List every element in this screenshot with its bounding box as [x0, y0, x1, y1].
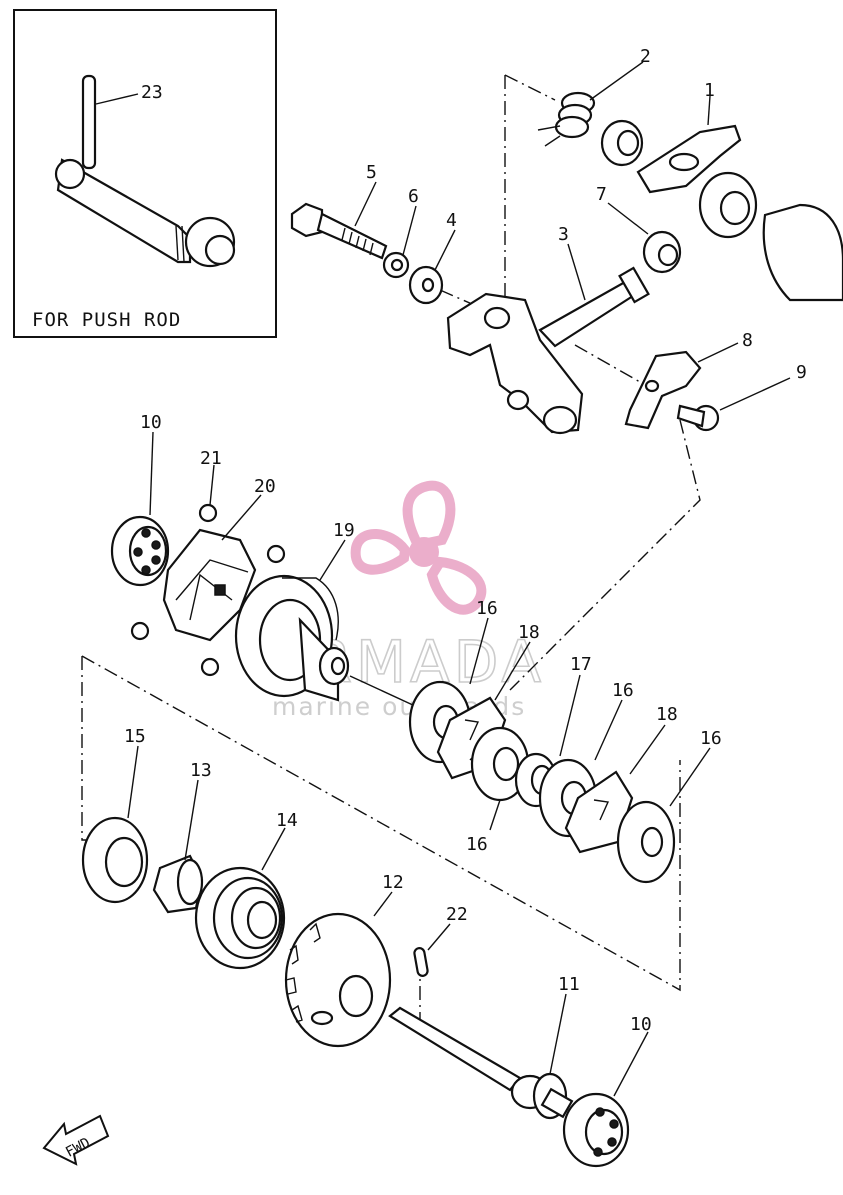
gear-12: [284, 912, 392, 1048]
inset-caption: FOR PUSH ROD: [32, 309, 181, 331]
propeller-logo: [350, 480, 487, 615]
gear-14: [194, 866, 286, 970]
bearing-top: [110, 515, 170, 587]
screw-part: [676, 404, 720, 432]
callout-15: 15: [124, 726, 146, 747]
callout-16-b: 16: [466, 834, 488, 855]
spring-part: [537, 91, 596, 147]
callout-11: 11: [558, 974, 580, 995]
callout-18-a: 18: [518, 622, 540, 643]
callout-23: 23: [141, 82, 163, 103]
callout-labels: 23 1 2 3 4 5 6 7 8 9 10 10 11 12 13 14 1…: [124, 46, 807, 1035]
shift-arm: [446, 266, 650, 435]
sleeve-13: [152, 854, 204, 914]
callout-16-d: 16: [700, 728, 722, 749]
leader-lines: [95, 61, 791, 1097]
callout-16-a: 16: [476, 598, 498, 619]
push-rod-inset: FOR PUSH ROD: [13, 9, 277, 338]
callout-2: 2: [640, 46, 651, 67]
thrust-washers: [408, 680, 676, 884]
forward-arrow-icon: FWD: [42, 1114, 110, 1166]
callout-19: 19: [333, 520, 355, 541]
bearing-bottom: [562, 1092, 630, 1168]
callout-6: 6: [408, 186, 419, 207]
callout-18-b: 18: [656, 704, 678, 725]
clutch-cam-part: [234, 574, 416, 707]
dog-clutch-part: [162, 528, 257, 642]
callout-9: 9: [796, 362, 807, 383]
callout-16-c: 16: [612, 680, 634, 701]
callout-14: 14: [276, 810, 298, 831]
pin-22: [413, 947, 429, 977]
callout-12: 12: [382, 872, 404, 893]
callout-22: 22: [446, 904, 468, 925]
callout-8: 8: [742, 330, 753, 351]
bearing-15: [81, 816, 149, 904]
callout-3: 3: [558, 224, 569, 245]
callout-21: 21: [200, 448, 222, 469]
steel-balls: [130, 503, 286, 677]
callout-13: 13: [190, 760, 212, 781]
callout-4: 4: [446, 210, 457, 231]
callout-10-top: 10: [140, 412, 162, 433]
callout-7: 7: [596, 184, 607, 205]
callout-1: 1: [704, 80, 715, 101]
bolt-part: [290, 202, 388, 260]
callout-17: 17: [570, 654, 592, 675]
callout-5: 5: [366, 162, 377, 183]
bracket-part: [624, 350, 702, 430]
callout-20: 20: [254, 476, 276, 497]
callout-10-bottom: 10: [630, 1014, 652, 1035]
shift-lever-assembly: [290, 74, 843, 691]
shaft-11: [388, 1006, 574, 1120]
